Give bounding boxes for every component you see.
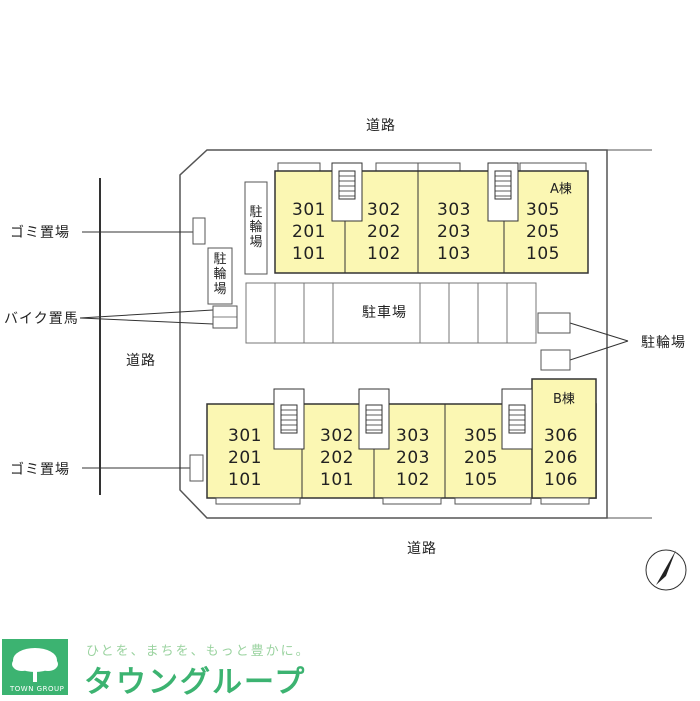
bicycle-area-vertical-1	[244, 181, 268, 275]
parking-label: 駐車場	[362, 305, 407, 321]
building-a	[274, 162, 589, 274]
bicycle-label-vertical-1: 駐輪場	[249, 205, 263, 250]
parking-stalls	[245, 282, 537, 344]
bicycle-label-right: 駐輪場	[641, 335, 686, 351]
bicycle-area-vertical-2	[207, 247, 233, 305]
gomi-label-top: ゴミ置場	[10, 225, 70, 241]
road-label-top: 道路	[366, 118, 396, 134]
building-a-name: A棟	[550, 182, 572, 197]
building-b	[206, 378, 597, 505]
gomi-box-top	[192, 217, 206, 245]
leader-bicycle-r2	[569, 340, 629, 361]
leader-bike-2	[79, 317, 214, 325]
gomi-label-bottom: ゴミ置場	[10, 462, 70, 478]
building-b-name: B棟	[553, 392, 575, 407]
leader-bike-1	[79, 309, 214, 319]
gomi-box-bottom	[189, 454, 204, 482]
tree-logo-icon	[2, 639, 68, 695]
brand-tagline: ひとを、まちを、もっと豊かに。	[86, 644, 311, 659]
road-label-left: 道路	[126, 353, 156, 369]
bicycle-label-vertical-2: 駐輪場	[213, 252, 227, 297]
bike-parking-label: バイク置馬	[4, 311, 79, 327]
brand-logo-text: TOWN GROUP	[10, 685, 65, 693]
north-arrow-icon	[645, 549, 687, 591]
bicycle-box-right-2	[540, 349, 571, 371]
brand-name: タウングループ	[84, 665, 307, 700]
leader-bicycle-r1	[569, 322, 629, 342]
road-label-bottom: 道路	[407, 541, 437, 557]
bicycle-box-right-1	[537, 312, 571, 334]
